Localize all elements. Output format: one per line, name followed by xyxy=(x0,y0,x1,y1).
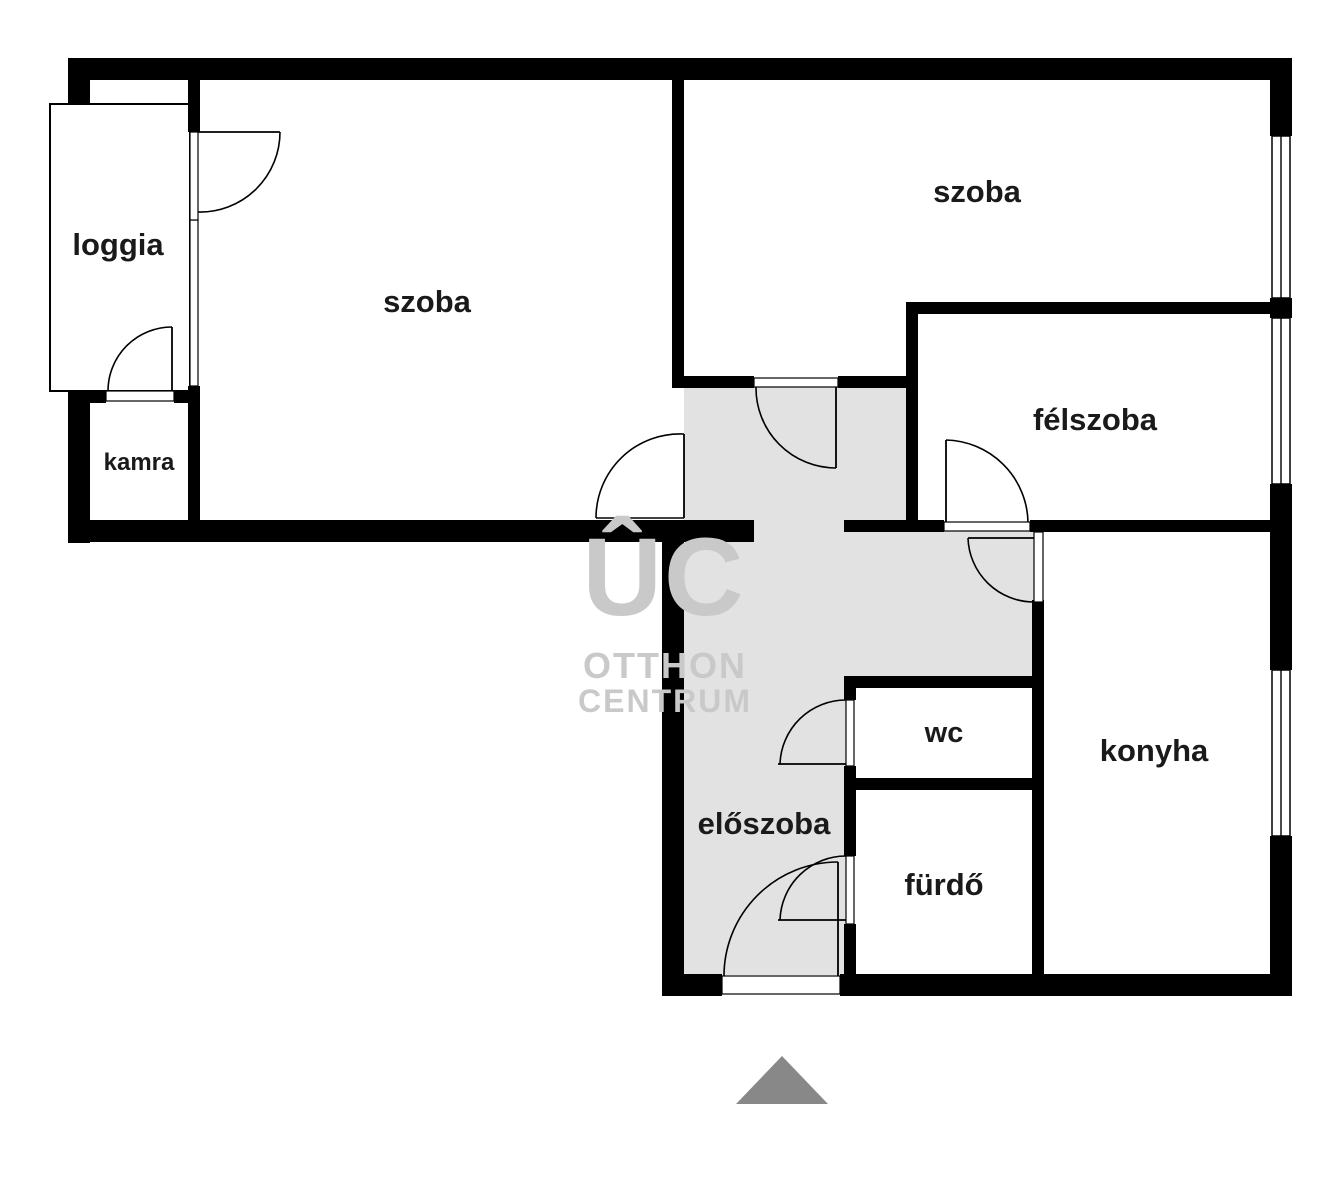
watermark-logo-letters: ÛC xyxy=(583,516,746,639)
room-label-szoba-right: szoba xyxy=(933,174,1022,209)
room-label-eloszoba: előszoba xyxy=(698,806,831,841)
otthon-centrum-logo: ÛC OTTHON CENTRUM xyxy=(578,516,752,719)
watermark-line-2: CENTRUM xyxy=(578,683,752,719)
door-szoba-left xyxy=(595,433,685,519)
door-loggia-szoba xyxy=(189,131,281,221)
walls xyxy=(68,58,1292,996)
room-labels: loggia kamra szoba szoba félszoba előszo… xyxy=(72,174,1209,902)
door-konyha xyxy=(967,531,1044,603)
room-label-furdo: fürdő xyxy=(904,867,983,902)
doors xyxy=(105,131,1044,995)
door-kamra xyxy=(105,326,175,402)
windows xyxy=(189,135,1291,837)
door-wc xyxy=(778,699,855,767)
entrance-triangle-icon xyxy=(736,1056,828,1104)
room-label-szoba-left: szoba xyxy=(383,284,472,319)
room-label-konyha: konyha xyxy=(1100,733,1209,768)
room-label-loggia: loggia xyxy=(72,227,164,262)
door-szoba-right xyxy=(753,377,839,469)
door-felszoba xyxy=(943,439,1031,532)
door-furdo xyxy=(778,855,855,925)
door-entrance xyxy=(721,861,841,995)
room-label-felszoba: félszoba xyxy=(1033,402,1158,437)
watermark-line-1: OTTHON xyxy=(583,645,747,686)
room-label-kamra: kamra xyxy=(104,449,175,476)
hallway-floor xyxy=(684,387,1034,975)
room-label-wc: wc xyxy=(924,717,964,749)
